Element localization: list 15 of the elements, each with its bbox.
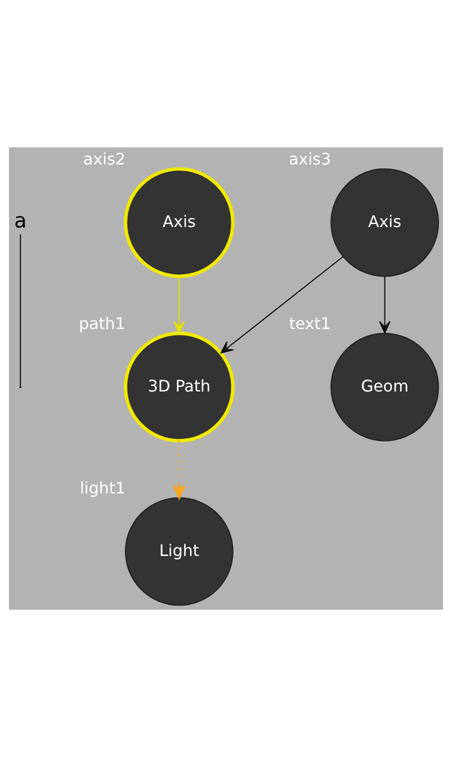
node-text: a (14, 208, 26, 233)
node-label: text1 (288, 314, 330, 334)
arrow (172, 440, 185, 499)
node-label: path1 (78, 314, 125, 334)
arrow (220, 256, 343, 354)
node-circle: Axis (330, 168, 438, 277)
node-label: light1 (79, 478, 125, 498)
node-circle: Axis (123, 167, 234, 278)
arrow (172, 276, 184, 334)
node-circle: Geom (330, 332, 438, 442)
node-label: axis2 (82, 150, 125, 169)
node-label: axis3 (288, 150, 331, 169)
arrow (378, 276, 390, 334)
node-circle: Light (124, 497, 233, 606)
connector (19, 234, 20, 386)
